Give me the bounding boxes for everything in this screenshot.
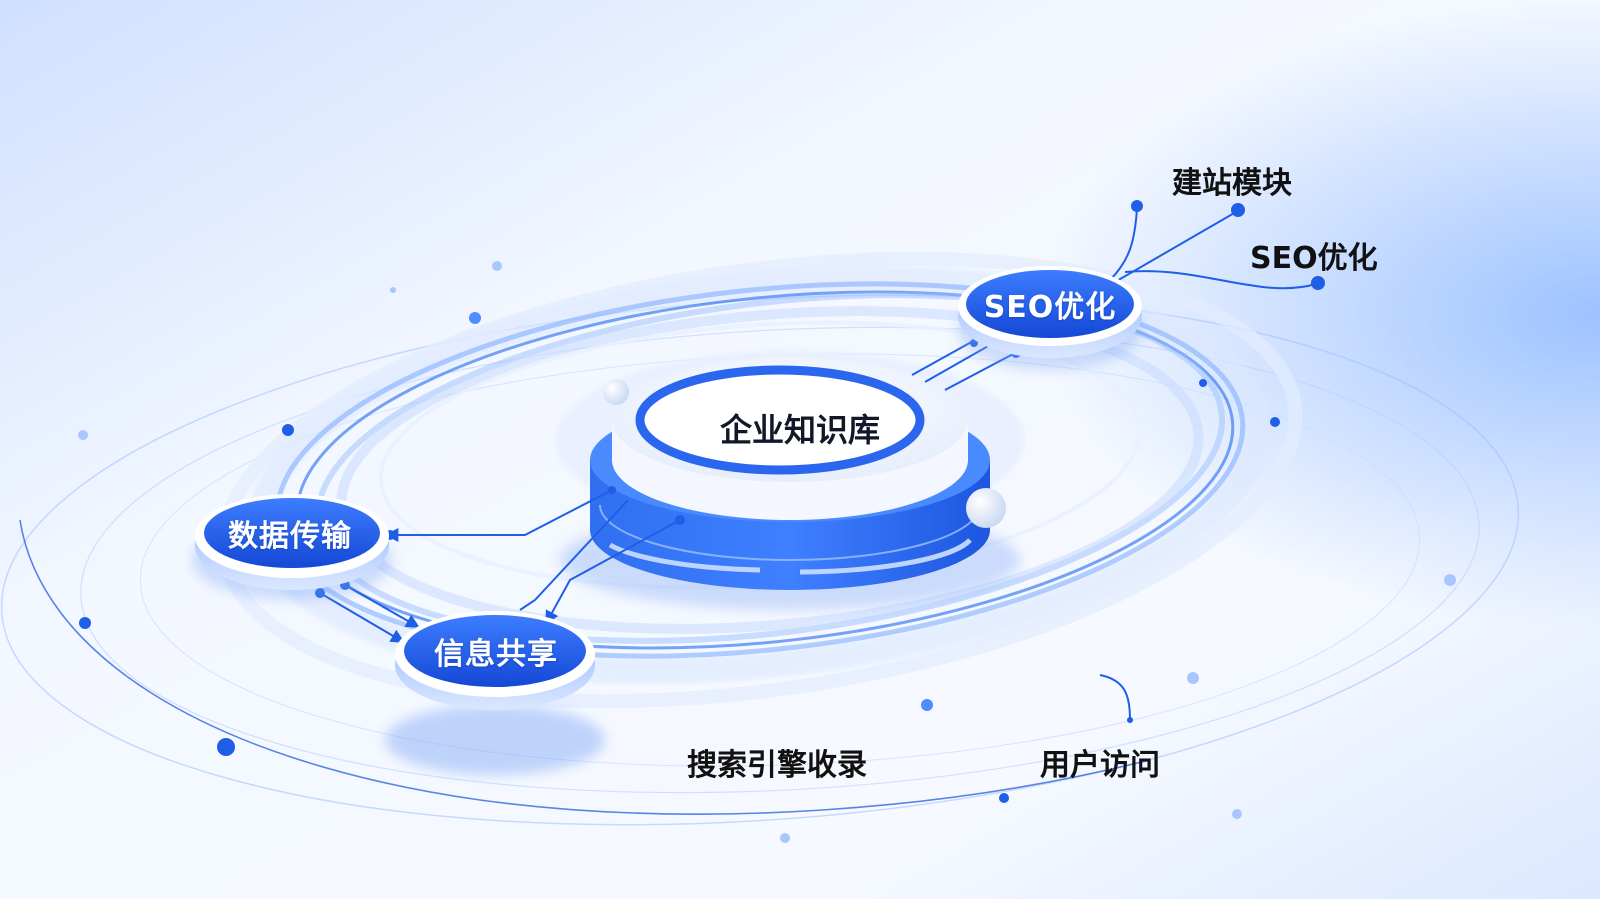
node-data-transfer-label: 数据传输	[228, 519, 352, 554]
decor-sphere	[603, 379, 629, 405]
node-seo-label: SEO优化	[983, 290, 1117, 325]
node-seo[interactable]	[958, 266, 1142, 370]
node-data-transfer[interactable]	[192, 494, 392, 600]
label-seo-outer: SEO优化	[1250, 241, 1378, 276]
hub-platform	[555, 350, 1025, 590]
faint-dots	[78, 261, 1456, 843]
node-info-share-label: 信息共享	[434, 637, 558, 672]
node-info-share[interactable]	[385, 611, 605, 775]
label-user-visit: 用户访问	[1040, 748, 1160, 783]
decor-sphere	[966, 488, 1006, 528]
hub-label: 企业知识库	[719, 411, 881, 449]
label-site-module: 建站模块	[1172, 166, 1292, 201]
label-search-index: 搜索引擎收录	[687, 748, 867, 783]
